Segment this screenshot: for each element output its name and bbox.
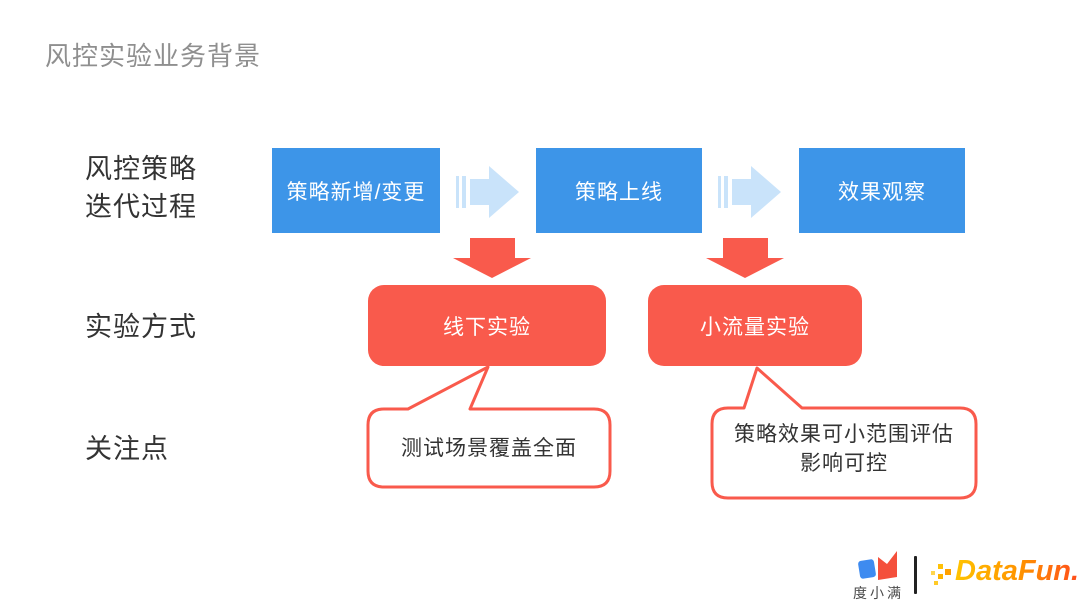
callout-small-traffic-line1: 策略效果可小范围评估 bbox=[734, 423, 954, 446]
step-box-strategy-change: 策略新增/变更 bbox=[272, 148, 440, 233]
row-label-method: 实验方式 bbox=[85, 312, 197, 342]
datafun-spark-icon bbox=[931, 564, 951, 585]
step-box-strategy-launch: 策略上线 bbox=[536, 148, 702, 233]
row-label-process-line2: 迭代过程 bbox=[85, 192, 197, 222]
duxiaoman-logo-icon bbox=[858, 551, 897, 580]
method-box-offline: 线下实验 bbox=[368, 285, 606, 366]
row-label-process: 风控策略 迭代过程 bbox=[85, 150, 197, 226]
callout-text-offline: 测试场景覆盖全面 bbox=[378, 434, 600, 463]
footer-divider bbox=[914, 556, 917, 594]
row-label-focus: 关注点 bbox=[85, 434, 169, 464]
down-arrow-icon bbox=[706, 238, 784, 278]
duxiaoman-logo-text: 度小满 bbox=[853, 585, 904, 601]
callout-bubble-offline bbox=[366, 365, 612, 489]
flow-arrow-icon bbox=[456, 166, 519, 218]
datafun-logo-text: DataFun. bbox=[955, 555, 1080, 587]
callout-offline-line1: 测试场景覆盖全面 bbox=[401, 437, 577, 460]
row-label-process-line1: 风控策略 bbox=[85, 154, 197, 184]
callout-small-traffic-line2: 影响可控 bbox=[800, 452, 888, 475]
callout-text-small-traffic: 策略效果可小范围评估 影响可控 bbox=[722, 420, 966, 478]
page-title: 风控实验业务背景 bbox=[45, 41, 262, 71]
callout-bubble-small-traffic bbox=[710, 366, 978, 500]
step-box-effect-observe: 效果观察 bbox=[799, 148, 965, 233]
flow-arrow-icon bbox=[718, 166, 781, 218]
down-arrow-icon bbox=[453, 238, 531, 278]
method-box-small-traffic: 小流量实验 bbox=[648, 285, 862, 366]
